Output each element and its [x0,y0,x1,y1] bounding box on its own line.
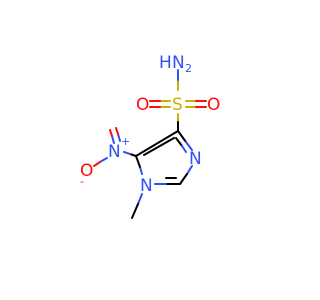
bond-nitro-o-up-a2 [115,127,119,135]
atom-labels: H N 2 S O O N N N + O - [80,53,220,196]
bond-c5-c4 [135,130,179,157]
bond-c5-nitro [129,153,137,157]
ring-nitrogen-bottom-label: N [140,176,153,196]
bond-nitro-o-up-b2 [109,129,113,137]
bond-n1-c5 [139,166,143,175]
nitro-minus-label: - [80,175,84,188]
nh2-sub2-label: 2 [185,62,192,75]
bonds [93,69,207,219]
oxygen-left-label: O [136,95,149,115]
nitro-oxygen-label: O [80,161,93,181]
bond-n1-methyl [137,193,143,205]
ring-nitrogen-top-label: N [189,149,202,169]
oxygen-right-label: O [207,95,220,115]
nitro-nitrogen-label: N [108,142,121,162]
bond-nitro-o-up-b [111,135,115,144]
bond-nitro-o-up-a [117,133,121,142]
nh2-h-label: H [159,53,172,73]
bond-c4-n3-inner-n [181,145,187,153]
bond-n1-methyl-c [131,203,139,219]
bond-c4-n3-n [185,141,193,151]
bond-c5-nitro-n [123,151,131,155]
sulfur-label: S [172,95,183,115]
bond-c4-n3-inner [175,137,183,147]
nh2-n-label: N [172,53,185,73]
bond-nitro-o-low [99,157,108,163]
bond-n1-c5-c [135,155,141,168]
bond-c5-c4-inner [143,137,175,156]
nitro-plus-label: + [121,135,130,148]
bond-nitro-o-low-o [93,161,101,167]
bond-c4-n3 [177,130,187,143]
bond-n3-c2 [186,165,193,175]
bond-n3-c2-c [179,173,188,185]
molecule-structure: H N 2 S O O N N N + O - [80,53,220,219]
